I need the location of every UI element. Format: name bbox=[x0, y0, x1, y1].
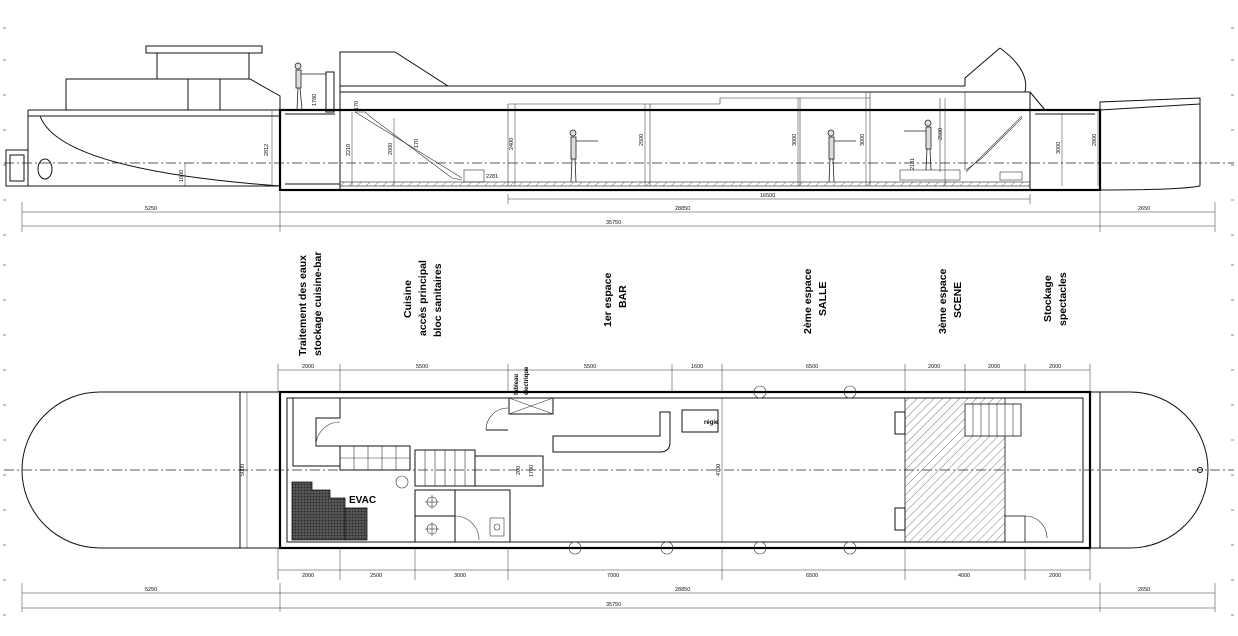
side-small-3: 170 bbox=[414, 139, 420, 148]
side-small-1: 1780 bbox=[312, 94, 318, 106]
side-small-5: 2181 bbox=[910, 158, 916, 170]
plan-bottom-dim-6: 4000 bbox=[958, 573, 970, 579]
side-dim-inner: 16500 bbox=[760, 193, 775, 199]
person-figure-3 bbox=[827, 129, 856, 183]
zone-5-line1: 3ème espace bbox=[937, 268, 949, 334]
column-circles bbox=[568, 385, 857, 555]
side-height-9: 3000 bbox=[1056, 142, 1062, 154]
side-dim-aft: 2650 bbox=[1138, 206, 1150, 212]
plan-bottom-dim-5: 6500 bbox=[806, 573, 818, 579]
zone-1-line1: Traitement des eaux bbox=[297, 255, 309, 356]
person-figure-4 bbox=[904, 119, 932, 171]
plan-overall-total: 35750 bbox=[606, 602, 621, 608]
zone-6-line1: Stockage bbox=[1042, 275, 1054, 322]
zone-4-line1: 2ème espace bbox=[802, 268, 814, 334]
side-dim-total: 35750 bbox=[606, 220, 621, 226]
toilet-icon bbox=[425, 522, 439, 536]
plan-bottom-dim-2: 2500 bbox=[370, 573, 382, 579]
zone-5-line2: SCENE bbox=[952, 282, 964, 318]
zone-6-line2: spectacles bbox=[1057, 272, 1069, 326]
side-height-5: 2500 bbox=[639, 134, 645, 146]
person-figure-1 bbox=[294, 62, 326, 111]
zone-3-line2: BAR bbox=[617, 285, 629, 308]
side-height-6: 3000 bbox=[792, 134, 798, 146]
plan-bottom-dim-3: 3000 bbox=[454, 573, 466, 579]
plan-top-dim-5: 6500 bbox=[806, 364, 818, 370]
zone-2-line3: bloc sanitaires bbox=[432, 263, 444, 337]
plan-overall-mid: 28850 bbox=[675, 587, 690, 593]
plan-top-dim-4: 1600 bbox=[691, 364, 703, 370]
plan-view: 2000 5500 5500 1600 6500 2000 2000 2000 … bbox=[4, 364, 1234, 612]
side-small-2: 170 bbox=[354, 101, 360, 110]
side-height-8: 2500 bbox=[938, 128, 944, 140]
zone-labels: Traitement des eaux stockage cuisine-bar… bbox=[297, 252, 1069, 356]
sink-icon bbox=[489, 517, 505, 537]
side-small-6: 1000 bbox=[179, 170, 185, 182]
regie-label: régie bbox=[704, 420, 719, 426]
plan-bottom-dim-7: 2000 bbox=[1049, 573, 1061, 579]
plan-top-dim-6: 2000 bbox=[928, 364, 940, 370]
stair-dim-1: 200 bbox=[516, 466, 522, 475]
plan-top-dim-2: 5500 bbox=[416, 364, 428, 370]
plan-top-dim-3: 5500 bbox=[584, 364, 596, 370]
side-view: 2812 2210 2000 2400 2500 3000 3000 2500 … bbox=[4, 45, 1234, 232]
zone-2-line2: accès principal bbox=[417, 260, 429, 336]
plan-inner-width: 4700 bbox=[716, 464, 722, 476]
plan-top-dim-1: 2000 bbox=[302, 364, 314, 370]
plan-overall-bow: 5250 bbox=[145, 587, 157, 593]
stair-dim-2: 1700 bbox=[529, 465, 535, 477]
side-dim-bow: 5250 bbox=[145, 206, 157, 212]
zone-4-line2: SALLE bbox=[817, 282, 829, 316]
side-dim-mid: 28850 bbox=[675, 206, 690, 212]
edge-ticks bbox=[3, 27, 1234, 616]
zone-2-line1: Cuisine bbox=[402, 280, 414, 318]
plan-top-dim-7: 2000 bbox=[988, 364, 1000, 370]
plan-top-dim-8: 2000 bbox=[1049, 364, 1061, 370]
plan-width-dim: 5000 bbox=[240, 464, 246, 476]
side-height-7: 3000 bbox=[860, 134, 866, 146]
side-height-1: 2812 bbox=[264, 144, 270, 156]
person-figure-2 bbox=[569, 129, 598, 183]
evac-label: EVAC bbox=[349, 495, 376, 506]
plan-bottom-dim-1: 2000 bbox=[302, 573, 314, 579]
plan-bottom-dim-4: 7000 bbox=[607, 573, 619, 579]
zone-1-line2: stockage cuisine-bar bbox=[312, 252, 324, 356]
side-small-4: 2281 bbox=[486, 174, 498, 180]
electrique-label: électrique bbox=[524, 366, 530, 395]
plan-overall-aft: 2650 bbox=[1138, 587, 1150, 593]
toilet-icon bbox=[425, 495, 439, 509]
zone-3-line1: 1er espace bbox=[602, 273, 614, 327]
side-height-10: 2800 bbox=[1092, 134, 1098, 146]
side-height-3: 2000 bbox=[388, 143, 394, 155]
side-height-4: 2400 bbox=[509, 138, 515, 150]
tableau-label: tableau bbox=[514, 374, 520, 395]
side-height-2: 2210 bbox=[346, 144, 352, 156]
